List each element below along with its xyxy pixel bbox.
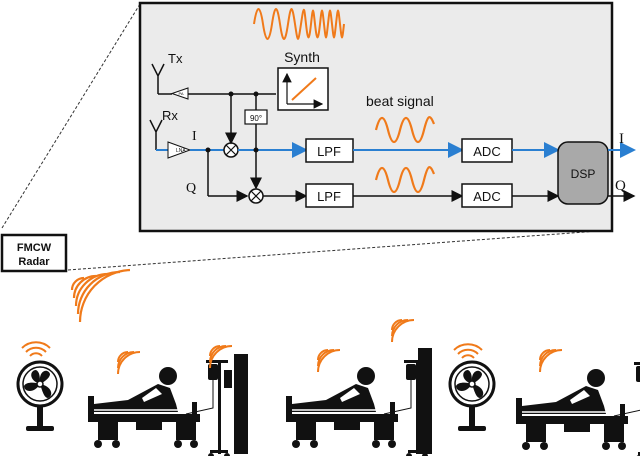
beat-signal-label: beat signal [366,93,434,109]
svg-text:PA: PA [178,91,183,96]
synth-label: Synth [284,49,320,65]
beat-wave-i [374,116,436,144]
hospital-bed-patient-2 [285,359,431,456]
wifi-wave-icon-7 [539,349,563,373]
wall-icon-1 [234,354,248,454]
lpf-q-label: LPF [317,189,341,204]
wall-icon-2 [418,348,432,454]
fan-icon-1 [16,360,64,433]
hospital-bed-patient-1 [87,359,233,456]
adc-i-label: ADC [473,144,500,159]
chirp-waveform [253,8,345,40]
adc-q-label: ADC [473,189,500,204]
mixer-q-icon [248,188,264,204]
phase-label: 90° [250,114,262,123]
wifi-wave-icon-4 [317,349,341,373]
wifi-wave-icon-2 [117,351,141,375]
hospital-bed-patient-3 [515,361,640,456]
radar-label-line2: Radar [18,256,50,268]
output-q-label: Q [615,178,626,194]
beat-wave-q [374,166,436,194]
rx-antenna-icon [149,119,163,150]
wifi-wave-icon-1 [21,341,51,357]
wifi-wave-icon-6 [453,343,483,359]
fmcw-radar-box [0,233,68,273]
tx-label: Tx [168,51,183,66]
rx-label: Rx [162,108,178,123]
fan-icon-2 [448,360,496,433]
q-branch-label: Q [186,181,196,196]
dsp-block [557,141,609,205]
dsp-label: DSP [571,167,596,181]
lpf-i-label: LPF [317,144,341,159]
wifi-wave-icon-5 [391,319,415,343]
svg-text:LNA: LNA [176,148,186,154]
radar-label-line1: FMCW [17,242,52,254]
radar-panel [138,1,614,233]
lna-amplifier [167,141,192,159]
output-i-label: I [619,131,624,147]
radar-emission-waves-icon [70,268,131,323]
tx-antenna-icon [151,63,165,94]
mixer-i-icon [223,142,239,158]
i-branch-label: I [192,129,197,144]
